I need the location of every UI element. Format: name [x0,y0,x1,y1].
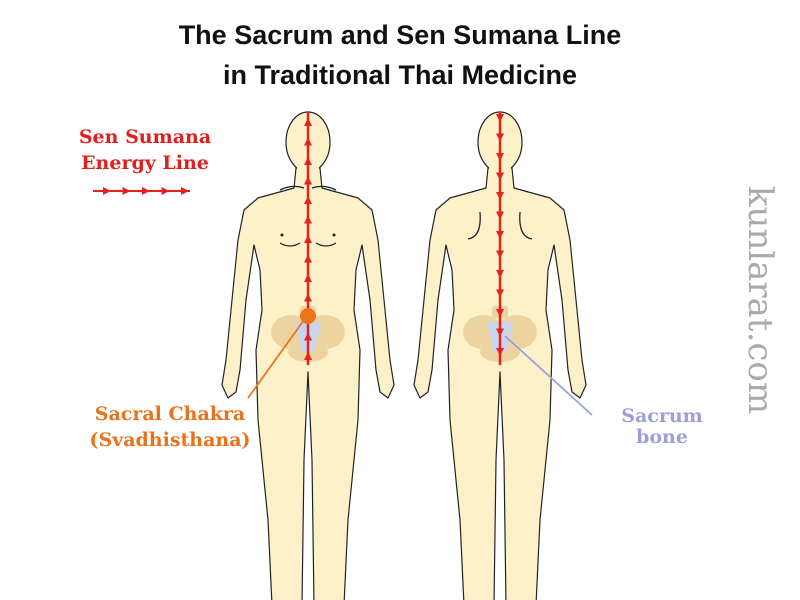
title-line-1: The Sacrum and Sen Sumana Line [178,20,622,50]
chakra-line-2: (Svadhisthana) [89,429,251,451]
clavicle-lines [279,185,337,191]
sacral-chakra-dot [300,308,316,324]
sacrum-leader-line [504,335,593,416]
sacrum-line-1: Sacrum [621,405,703,427]
arrow-up-icon [304,196,312,204]
arrow-down-icon [496,328,504,337]
arrow-up-icon [304,176,312,185]
nipple-right [332,233,336,237]
arrow-right-icon [161,187,170,195]
arrow-up-icon [304,118,312,126]
arrow-down-icon [496,270,504,278]
chakra-leader-line [247,319,305,399]
watermark: kunlarat.com [740,185,780,415]
arrow-down-icon [496,114,504,122]
arrow-up-icon [304,235,312,243]
chakra-line-1: Sacral Chakra [94,403,246,425]
arrow-right-icon [103,187,111,195]
sacrum-label: Sacrum bone [602,406,722,448]
arrow-up-icon [304,293,312,302]
scapula-lines [467,211,533,240]
arrow-down-icon [496,192,504,200]
body-outline [221,167,395,600]
front-body [221,111,395,600]
arrow-right-icon [122,187,131,195]
chest-lines [279,242,337,247]
arrow-down-icon [496,309,504,317]
legend-line-2: Energy Line [81,152,209,174]
legend-arrows [93,187,190,195]
nipple-left [280,233,284,237]
arrow-down-icon [496,133,504,142]
back-energy-line [496,112,504,365]
arrow-up-icon [304,157,312,165]
arrow-up-icon [304,215,312,224]
arrow-right-icon [181,187,189,195]
sacral-chakra-label: Sacral Chakra (Svadhisthana) [70,401,270,453]
arrow-down-icon [496,289,504,298]
arrow-down-icon [496,348,504,356]
arrow-down-icon [496,211,504,220]
body-outline [413,167,587,600]
legend-label: Sen Sumana Energy Line [60,124,230,176]
arrow-down-icon [496,231,504,239]
arrow-down-icon [496,153,504,161]
arrow-up-icon [304,254,312,263]
arrow-down-icon [496,250,504,259]
arrow-right-icon [142,187,150,195]
arrow-up-icon [304,137,312,146]
arrow-down-icon [496,172,504,181]
title-line-2: in Traditional Thai Medicine [222,60,578,90]
legend-line-1: Sen Sumana [78,126,212,148]
arrow-up-icon [304,274,312,282]
arrow-up-icon [304,332,312,341]
sacrum-line-2: bone [636,426,688,448]
arrow-up-icon [304,352,312,360]
